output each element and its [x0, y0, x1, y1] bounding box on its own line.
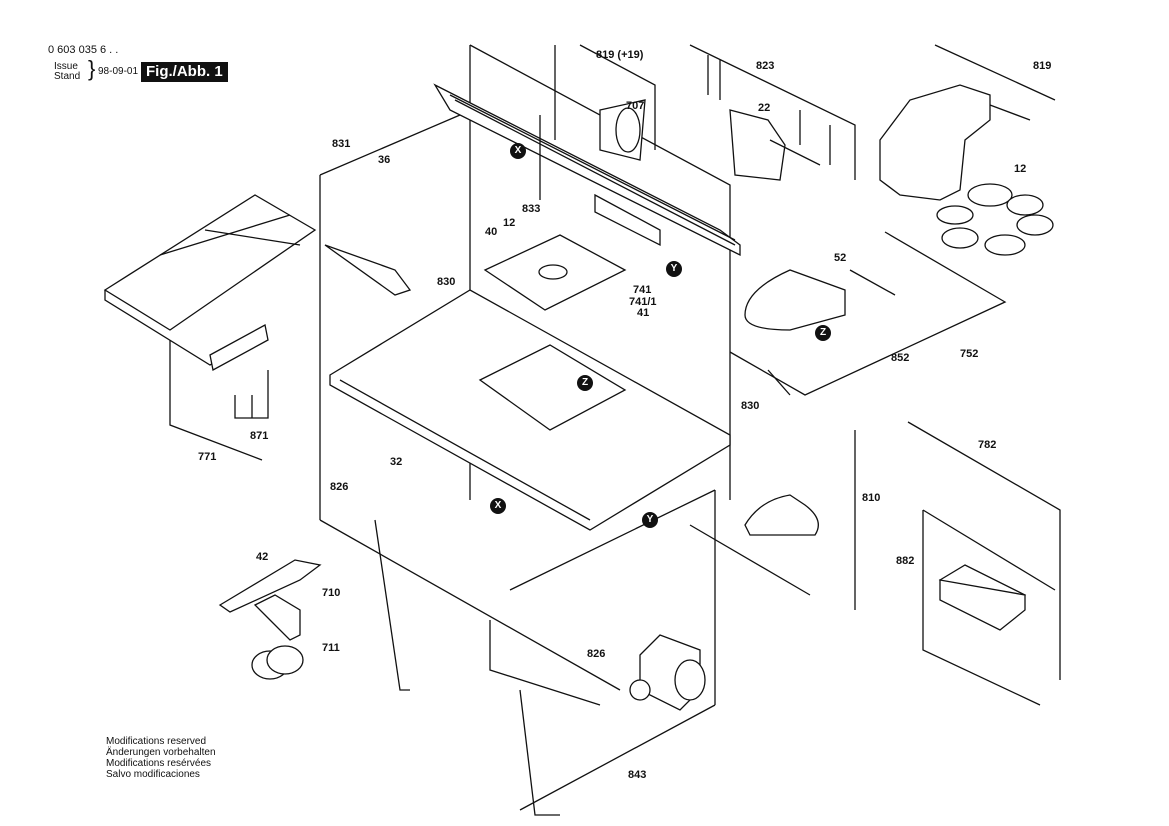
fence-assembly: [433, 44, 741, 257]
dust-hood-819: [879, 44, 1056, 201]
stand-label: Stand: [54, 71, 81, 82]
clamp-782-882: [907, 421, 1061, 706]
footer-line-es: Salvo modificaciones: [106, 769, 200, 780]
label-22: 22: [758, 102, 771, 114]
label-831: 831: [332, 138, 351, 150]
label-707: 707: [626, 100, 645, 112]
label-752: 752: [960, 348, 979, 360]
footer-line-fr: Modifications resérvées: [106, 758, 212, 769]
main-frame-lines: [319, 44, 731, 691]
label-12-insert: 12: [503, 217, 516, 229]
marker-z-guard: Z: [815, 325, 831, 341]
issue-label: Issue: [54, 61, 78, 72]
marker-x-bottom: X: [490, 498, 506, 514]
marker-y-bottom: Y: [642, 512, 658, 528]
label-852: 852: [891, 352, 910, 364]
base-cabinet: [374, 489, 716, 816]
label-819: 819: [1033, 60, 1052, 72]
label-741-1: 741/1: [629, 296, 657, 308]
footer-line-de: Änderungen vorbehalten: [106, 747, 216, 758]
miter-gauge-810: [689, 430, 856, 610]
label-40: 40: [485, 226, 498, 238]
label-42: 42: [256, 551, 269, 563]
marker-x-top: X: [510, 143, 526, 159]
label-710: 710: [322, 587, 341, 599]
label-819-plus-19: 819 (+19): [596, 49, 644, 61]
label-771: 771: [198, 451, 217, 463]
label-810: 810: [862, 492, 881, 504]
switch-843: [629, 634, 706, 711]
label-52: 52: [834, 252, 847, 264]
modifications-notice: Modifications reserved Änderungen vorbeh…: [106, 736, 216, 780]
issue-date: 98-09-01: [98, 66, 139, 77]
label-882: 882: [896, 555, 915, 567]
issue-stand-label: Issue Stand: [54, 62, 80, 82]
label-823: 823: [756, 60, 775, 72]
label-826-bottom: 826: [587, 648, 606, 660]
guard-assembly-752: [729, 231, 1007, 396]
label-711: 711: [322, 642, 340, 654]
router-table-top: [329, 234, 731, 531]
marker-y-top: Y: [666, 261, 682, 277]
part-823-assembly: [689, 44, 856, 181]
label-843: 843: [628, 769, 647, 781]
footer-line-en: Modifications reserved: [106, 736, 207, 747]
label-12-rings: 12: [1014, 163, 1027, 175]
brace: }: [88, 56, 96, 81]
label-826-left: 826: [330, 481, 349, 493]
parts-42-710-711: [218, 559, 322, 680]
label-830-left: 830: [437, 276, 456, 288]
label-36: 36: [378, 154, 391, 166]
extension-table-771: [103, 194, 412, 461]
label-41: 41: [637, 307, 650, 319]
marker-z-table: Z: [577, 375, 593, 391]
label-32: 32: [390, 456, 403, 468]
label-741: 741: [633, 284, 652, 296]
label-782: 782: [978, 439, 997, 451]
figure-label: Fig./Abb. 1: [141, 62, 228, 82]
ring-set-12: [936, 183, 1054, 256]
part-number: 0 603 035 6 . .: [48, 44, 119, 56]
label-830-right: 830: [741, 400, 760, 412]
label-871: 871: [250, 430, 269, 442]
label-833: 833: [522, 203, 541, 215]
